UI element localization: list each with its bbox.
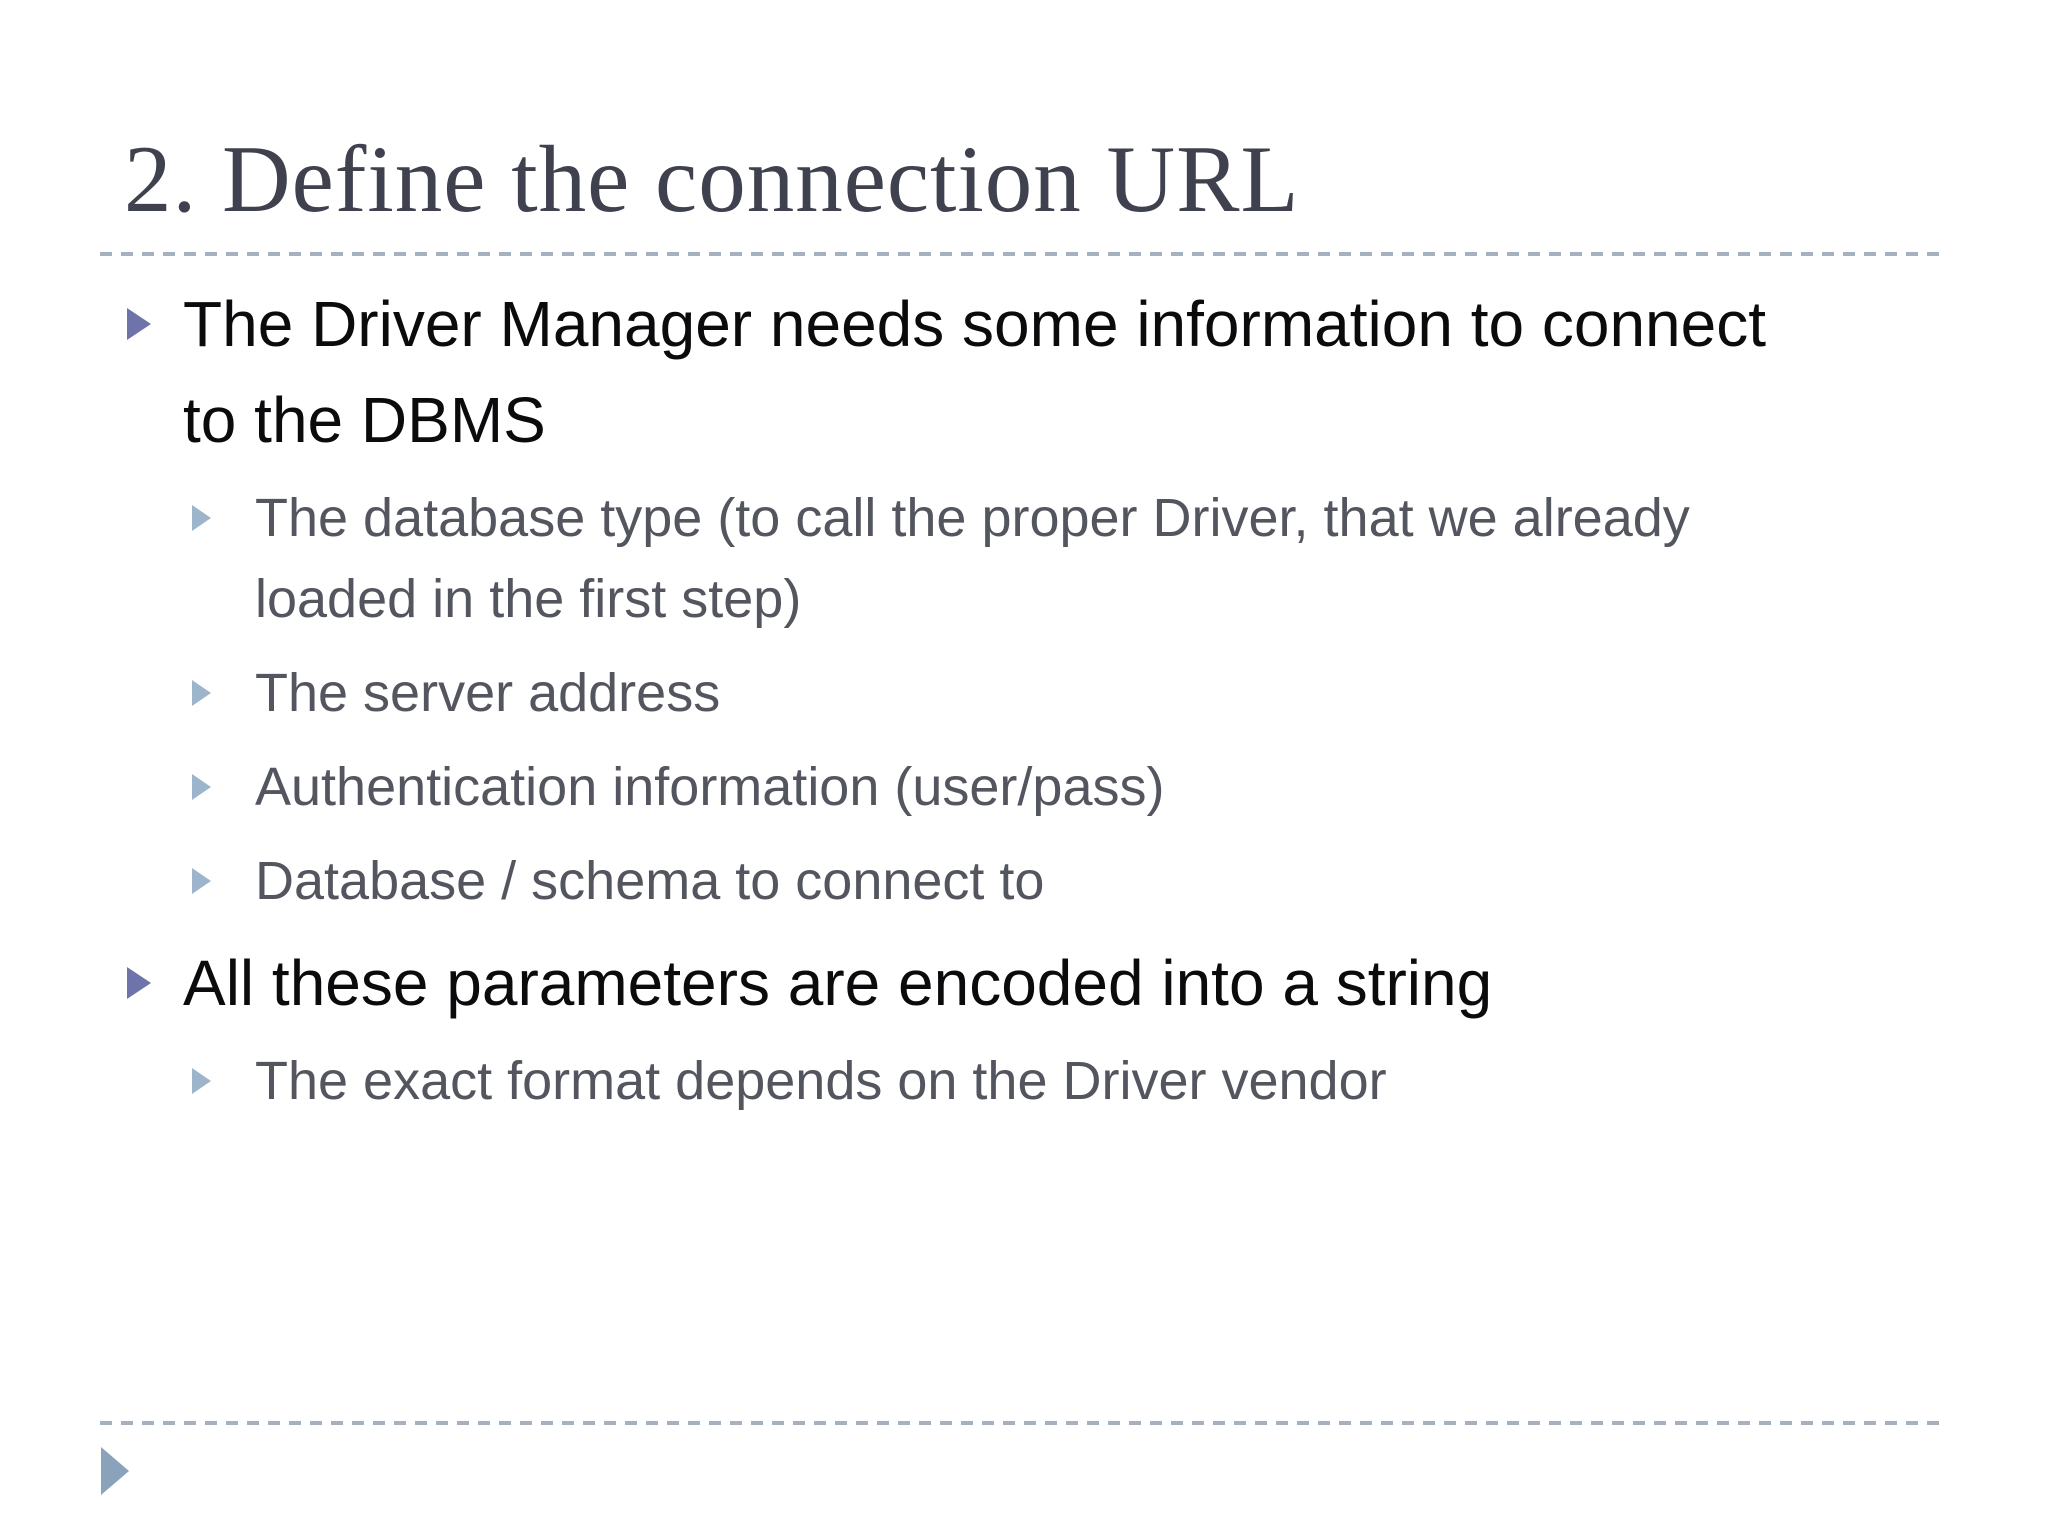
sub-bullet-text: The server address <box>255 663 721 723</box>
sub-bullet-text: Database / schema to connect to <box>255 851 1045 911</box>
triangle-right-icon <box>192 1068 211 1094</box>
triangle-right-icon <box>192 505 211 531</box>
slide-title: 2. Define the connection URL <box>124 126 1300 232</box>
sub-bullet-item: The server address <box>192 653 1907 734</box>
triangle-right-icon <box>192 680 211 706</box>
sub-bullet-item: The database type (to call the proper Dr… <box>192 478 1907 640</box>
sub-bullet-text: The database type (to call the proper Dr… <box>255 488 1690 629</box>
bullet-text: All these parameters are encoded into a … <box>183 947 1493 1019</box>
footer-divider <box>100 1421 1948 1425</box>
footer-arrow-icon <box>101 1447 129 1495</box>
sub-bullet-text: The exact format depends on the Driver v… <box>255 1051 1387 1111</box>
triangle-right-icon <box>127 308 151 340</box>
bullet-item: All these parameters are encoded into a … <box>127 935 1907 1031</box>
triangle-right-icon <box>192 868 211 894</box>
sub-bullet-item: The exact format depends on the Driver v… <box>192 1041 1907 1122</box>
triangle-right-icon <box>127 967 151 999</box>
sub-bullet-list: The exact format depends on the Driver v… <box>192 1041 1907 1122</box>
triangle-right-icon <box>192 774 211 800</box>
title-divider <box>100 252 1948 256</box>
slide-body: The Driver Manager needs some informatio… <box>127 276 1907 1135</box>
sub-bullet-text: Authentication information (user/pass) <box>255 757 1165 817</box>
sub-bullet-list: The database type (to call the proper Dr… <box>192 478 1907 922</box>
sub-bullet-item: Database / schema to connect to <box>192 841 1907 922</box>
bullet-text: The Driver Manager needs some informatio… <box>183 288 1766 456</box>
bullet-item: The Driver Manager needs some informatio… <box>127 276 1907 468</box>
sub-bullet-item: Authentication information (user/pass) <box>192 747 1907 828</box>
